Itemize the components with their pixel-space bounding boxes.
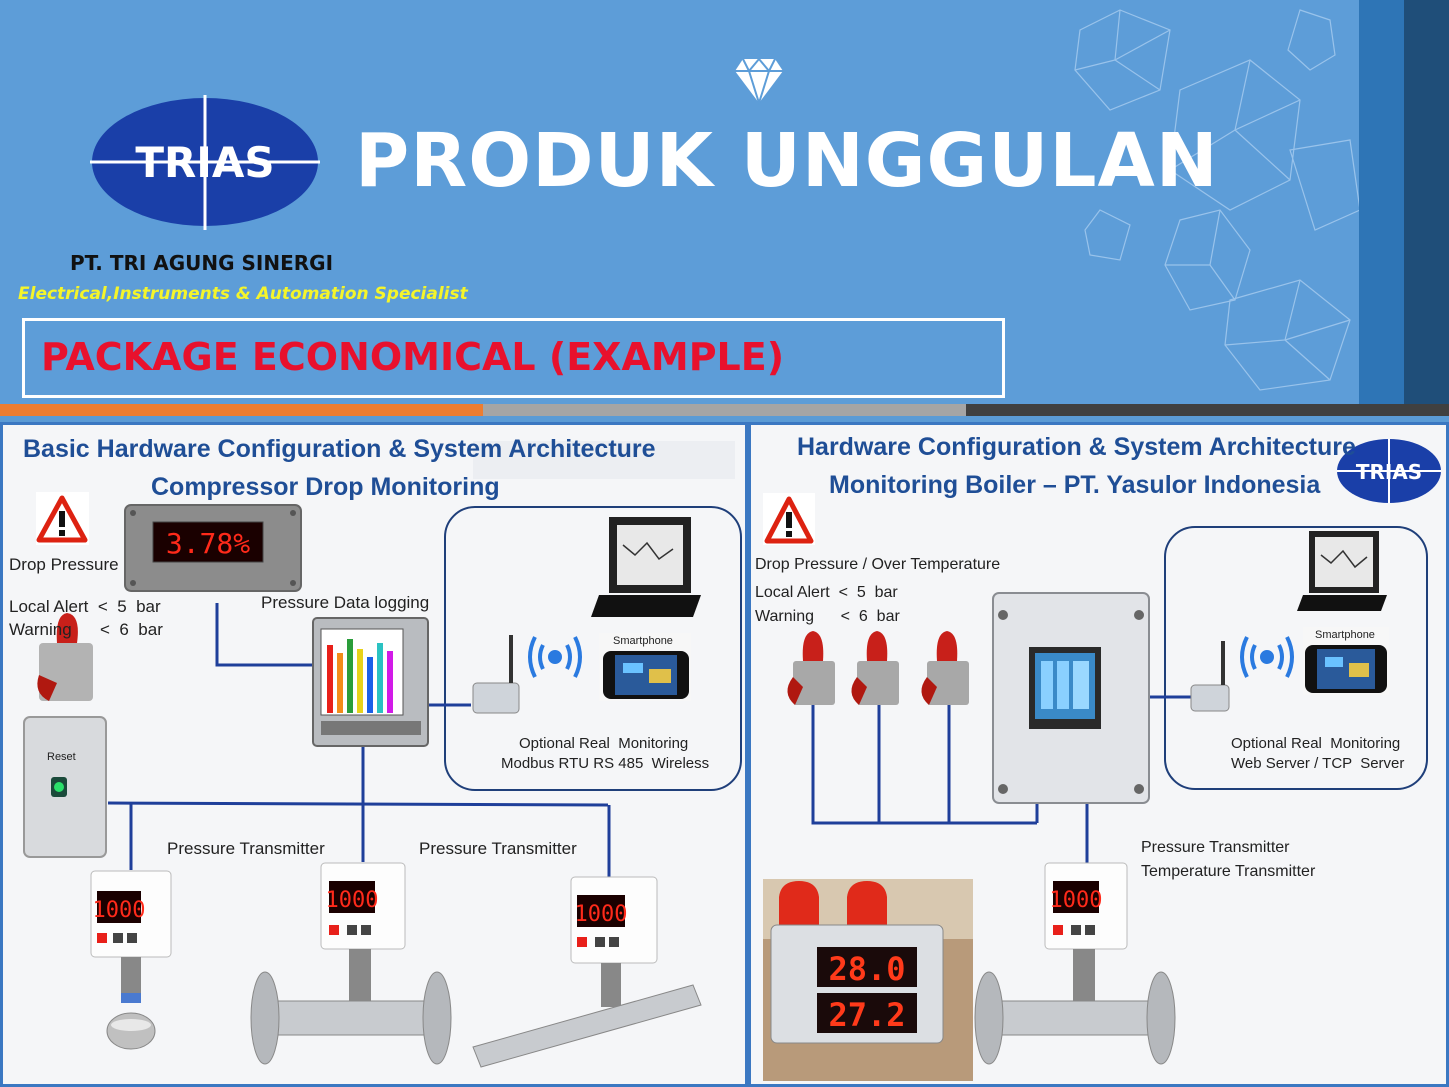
pressure-transmitter-label-right: Pressure Transmitter — [1141, 839, 1290, 856]
wireless-modem-right — [1190, 641, 1230, 712]
stripe-dark — [966, 404, 1449, 416]
optional-monitoring-label: Optional Real Monitoring — [519, 735, 689, 752]
optional-monitoring-label-right: Optional Real Monitoring — [1231, 735, 1401, 752]
pressure-transmitter-right: 1000 — [974, 862, 1176, 1065]
warning-icon-right — [763, 493, 815, 545]
data-logger — [312, 617, 429, 747]
display-bottom-value: 27.2 — [828, 996, 905, 1034]
modbus-label: Modbus RTU RS 485 Wireless — [501, 755, 710, 772]
control-panel-box — [992, 592, 1150, 804]
pressure-transmitter-1: 1000 — [90, 870, 172, 1050]
smartphone-label: Smartphone — [613, 635, 673, 647]
pressure-transmitter-3: 1000 — [472, 876, 702, 1068]
company-tagline: Electrical,Instruments & Automation Spec… — [18, 284, 468, 304]
trias-logo: TRIAS — [90, 95, 320, 230]
smartphone-icon-right — [1303, 627, 1389, 695]
compressor-diagram: 3.78% — [3, 425, 745, 1084]
digital-display: 3.78% — [124, 504, 302, 592]
wireless-modem — [472, 635, 520, 714]
pressure-transmitter-label-1: Pressure Transmitter — [167, 839, 325, 858]
page-title: PRODUK UNGGULAN — [355, 118, 1219, 204]
display-top-value: 28.0 — [828, 950, 905, 988]
stripe-orange — [0, 404, 483, 416]
smartphone-label-right: Smartphone — [1315, 629, 1375, 641]
right-band-dark — [1404, 0, 1449, 404]
alarm-beacon — [37, 613, 93, 701]
webserver-label: Web Server / TCP Server — [1231, 755, 1405, 772]
warning-label: Warning < 6 bar — [9, 620, 163, 639]
logo-text: TRIAS — [135, 138, 274, 187]
transmitter-right-value: 1000 — [1050, 888, 1103, 913]
reset-box — [23, 716, 107, 858]
panel-compressor-drop-monitoring: 3.78% — [0, 422, 748, 1087]
temperature-transmitter-label: Temperature Transmitter — [1141, 863, 1316, 880]
trias-logo-small: TRIAS — [1337, 439, 1441, 503]
pressure-transmitter-label-2: Pressure Transmitter — [419, 839, 577, 858]
company-name: PT. TRI AGUNG SINERGI — [70, 251, 334, 275]
geometric-decoration — [1074, 9, 1360, 391]
logo-small-text: TRIAS — [1356, 460, 1422, 484]
pressure-transmitter-2: 1000 — [250, 862, 452, 1065]
transmitter-2-value: 1000 — [326, 888, 379, 913]
laptop-icon — [591, 517, 701, 617]
panel-boiler-monitoring: TRIAS — [748, 422, 1449, 1087]
data-logging-label: Pressure Data logging — [261, 593, 430, 612]
right-title-line1: Hardware Configuration & System Architec… — [797, 433, 1356, 461]
warning-icon — [36, 492, 89, 545]
display-value: 3.78% — [166, 527, 250, 560]
transmitter-1-value: 1000 — [93, 898, 146, 923]
diamond-icon — [735, 57, 783, 105]
stripe-gray — [483, 404, 966, 416]
display-photo: 28.0 27.2 — [763, 879, 973, 1081]
smartphone-icon — [599, 633, 691, 701]
reset-label: Reset — [47, 751, 76, 763]
package-title: PACKAGE ECONOMICAL (EXAMPLE) — [41, 335, 785, 379]
left-title-line2: Compressor Drop Monitoring — [151, 473, 500, 501]
drop-pressure-label: Drop Pressure — [9, 555, 119, 574]
package-box: PACKAGE ECONOMICAL (EXAMPLE) — [22, 318, 1005, 398]
left-title-line1: Basic Hardware Configuration & System Ar… — [23, 435, 656, 463]
laptop-icon-right — [1297, 531, 1387, 611]
wireless-icon-right — [1240, 636, 1294, 678]
warning-label-right: Warning < 6 bar — [755, 608, 900, 625]
boiler-diagram: TRIAS — [751, 425, 1446, 1084]
transmitter-3-value: 1000 — [575, 902, 628, 927]
wireless-icon — [528, 636, 582, 678]
drop-over-label: Drop Pressure / Over Temperature — [755, 556, 1001, 573]
local-alert-label-right: Local Alert < 5 bar — [755, 584, 898, 601]
header-banner: TRIAS PRODUK UNGGULAN PT. TRI AGUNG SINE… — [0, 0, 1449, 404]
alarm-beacons — [787, 631, 969, 705]
right-title-line2: Monitoring Boiler – PT. Yasulor Indonesi… — [829, 471, 1321, 499]
local-alert-label: Local Alert < 5 bar — [9, 597, 161, 616]
